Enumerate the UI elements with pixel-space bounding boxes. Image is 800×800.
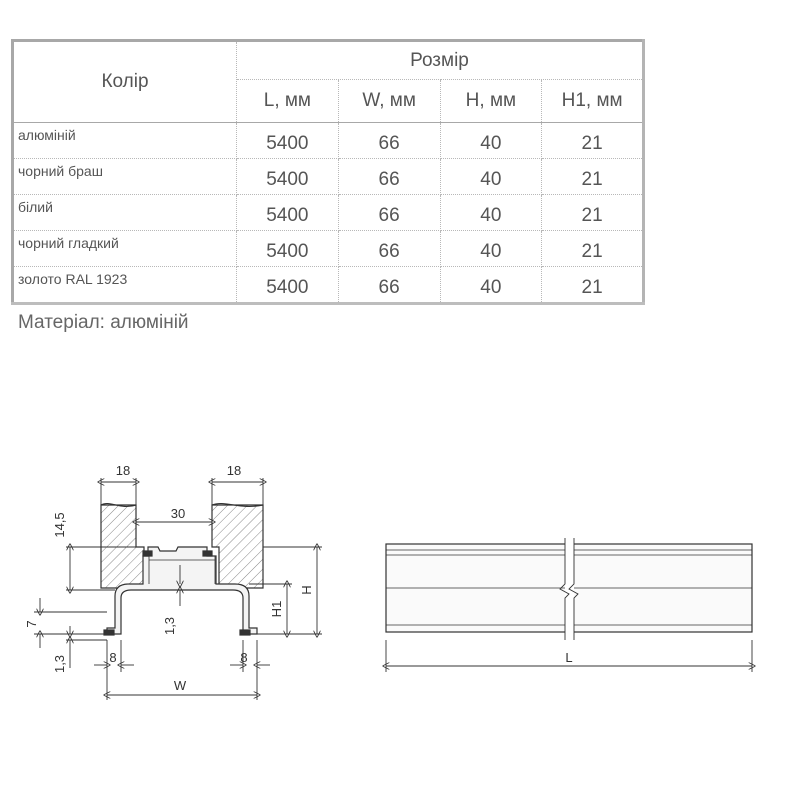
top-depth-label: 14,5 xyxy=(52,512,67,537)
left-panel-hatch xyxy=(100,504,145,589)
flange-right-label: 8 xyxy=(240,650,247,665)
flange-left-label: 8 xyxy=(109,650,116,665)
row-color: алюміній xyxy=(12,122,237,159)
side-view-dimensions xyxy=(386,640,752,672)
row-width: 66 xyxy=(338,122,441,159)
width-label: W xyxy=(174,678,187,693)
table-row: білий 5400 66 40 21 xyxy=(12,194,644,231)
side-view xyxy=(385,538,753,640)
right-panel-hatch xyxy=(211,504,264,589)
height-column-header: H, мм xyxy=(440,79,543,123)
table-row: золото RAL 1923 5400 66 40 21 xyxy=(12,266,644,304)
thickness-left-label: 1,3 xyxy=(52,655,67,673)
row-length: 5400 xyxy=(236,230,339,267)
row-length: 5400 xyxy=(236,122,339,159)
table-header-row: Колір Розмір xyxy=(12,40,644,123)
row-color: золото RAL 1923 xyxy=(12,266,237,304)
row-color: чорний гладкий xyxy=(12,230,237,267)
row-height1: 21 xyxy=(541,194,644,231)
row-width: 66 xyxy=(338,194,441,231)
row-height: 40 xyxy=(440,266,543,304)
left-foot xyxy=(103,629,115,636)
thickness-center-label: 1,3 xyxy=(162,617,177,635)
row-height1: 21 xyxy=(541,122,644,159)
right-panel-break xyxy=(211,502,264,508)
specification-table: Колір Розмір L, мм W, мм H, мм H1, мм ал… xyxy=(11,39,645,305)
row-length: 5400 xyxy=(236,266,339,304)
table-row: чорний браш 5400 66 40 21 xyxy=(12,158,644,195)
row-height1: 21 xyxy=(541,158,644,195)
break-line-left xyxy=(559,538,570,640)
width-column-header: W, мм xyxy=(338,79,441,123)
left-clip xyxy=(142,550,153,557)
row-length: 5400 xyxy=(236,158,339,195)
material-caption: Матеріал: алюміній xyxy=(18,312,189,333)
row-height1: 21 xyxy=(541,230,644,267)
cross-section-view xyxy=(100,502,264,636)
row-color: білий xyxy=(12,194,237,231)
cross-section-labels: 18 18 30 14,5 7 1,3 1,3 8 8 W H1 H xyxy=(24,463,314,693)
row-width: 66 xyxy=(338,158,441,195)
row-width: 66 xyxy=(338,266,441,304)
row-height: 40 xyxy=(440,194,543,231)
profile-outline xyxy=(106,546,258,635)
right-foot xyxy=(239,629,251,636)
panel-left-label: 18 xyxy=(116,463,130,478)
groove-label: 7 xyxy=(24,620,39,627)
h-label: H xyxy=(299,585,314,594)
row-height: 40 xyxy=(440,122,543,159)
left-panel-break xyxy=(100,502,137,508)
table-subheader-row: L, мм W, мм H, мм H1, мм xyxy=(13,79,644,123)
row-height1: 21 xyxy=(581,276,603,298)
h1-label: H1 xyxy=(269,601,284,618)
length-column-header: L, мм xyxy=(236,79,339,123)
profile-inner-channel xyxy=(148,556,216,584)
gap-label: 30 xyxy=(171,506,185,521)
height1-column-header: H1, мм xyxy=(541,79,644,123)
row-color: чорний браш xyxy=(12,158,237,195)
cross-section-dimensions xyxy=(34,478,322,700)
table-row: чорний гладкий 5400 66 40 21 xyxy=(12,230,644,267)
row-height: 40 xyxy=(440,158,543,195)
right-clip xyxy=(202,550,213,557)
table-row: алюміній 5400 66 40 21 xyxy=(12,122,644,159)
panel-right-label: 18 xyxy=(227,463,241,478)
size-column-header: Розмір xyxy=(236,40,644,80)
row-height: 40 xyxy=(440,230,543,267)
row-length: 5400 xyxy=(236,194,339,231)
length-label: L xyxy=(565,650,572,665)
break-line-right xyxy=(568,538,579,640)
row-width: 66 xyxy=(338,230,441,267)
color-column-header: Колір xyxy=(12,40,237,123)
